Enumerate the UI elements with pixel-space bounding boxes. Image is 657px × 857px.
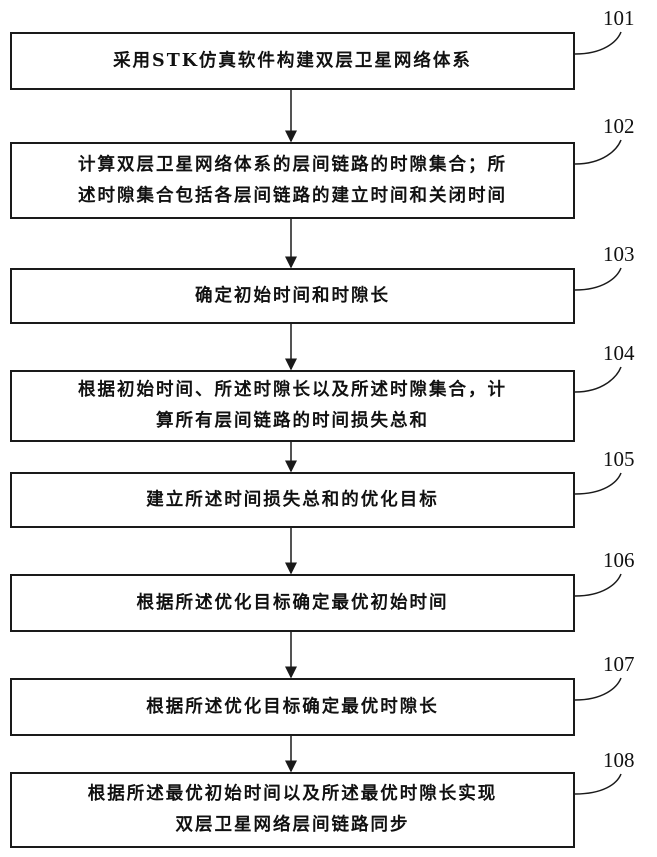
step-number-108: 108	[603, 748, 635, 773]
leader-line-3	[575, 268, 621, 290]
step-box-108: 根据所述最优初始时间以及所述最优时隙长实现 双层卫星网络层间链路同步	[10, 772, 575, 848]
step-box-106: 根据所述优化目标确定最优初始时间	[10, 574, 575, 632]
step-104-line-2: 算所有层间链路的时间损失总和	[156, 406, 429, 437]
step-number-107: 107	[603, 652, 635, 677]
step-105-line-1: 建立所述时间损失总和的优化目标	[146, 485, 439, 516]
step-106-line-1: 根据所述优化目标确定最优初始时间	[137, 588, 449, 619]
step-number-102: 102	[603, 114, 635, 139]
leader-line-2	[575, 140, 621, 164]
step-number-101: 101	[603, 6, 635, 31]
step-102-line-2: 述时隙集合包括各层间链路的建立时间和关闭时间	[78, 181, 507, 212]
step-102-line-1: 计算双层卫星网络体系的层间链路的时隙集合；所	[78, 150, 507, 181]
step-108-line-2: 双层卫星网络层间链路同步	[176, 810, 410, 841]
leader-line-6	[575, 574, 621, 596]
step-number-104: 104	[603, 341, 635, 366]
step-box-105: 建立所述时间损失总和的优化目标	[10, 472, 575, 528]
step-box-107: 根据所述优化目标确定最优时隙长	[10, 678, 575, 736]
step-box-103: 确定初始时间和时隙长	[10, 268, 575, 324]
step-number-105: 105	[603, 447, 635, 472]
leader-line-7	[575, 678, 621, 700]
step-box-102: 计算双层卫星网络体系的层间链路的时隙集合；所 述时隙集合包括各层间链路的建立时间…	[10, 142, 575, 219]
step-104-line-1: 根据初始时间、所述时隙长以及所述时隙集合，计	[78, 375, 507, 406]
step-108-line-1: 根据所述最优初始时间以及所述最优时隙长实现	[88, 779, 498, 810]
step-107-line-1: 根据所述优化目标确定最优时隙长	[146, 692, 439, 723]
step-103-line-1: 确定初始时间和时隙长	[195, 281, 390, 312]
step-number-106: 106	[603, 548, 635, 573]
step-box-104: 根据初始时间、所述时隙长以及所述时隙集合，计 算所有层间链路的时间损失总和	[10, 370, 575, 442]
step-101-line-1: 采用STK仿真软件构建双层卫星网络体系	[113, 46, 472, 77]
leader-line-1	[575, 32, 621, 54]
step-box-101: 采用STK仿真软件构建双层卫星网络体系	[10, 32, 575, 90]
leader-line-8	[575, 774, 621, 794]
leader-line-4	[575, 367, 621, 392]
leader-line-5	[575, 473, 621, 494]
step-number-103: 103	[603, 242, 635, 267]
